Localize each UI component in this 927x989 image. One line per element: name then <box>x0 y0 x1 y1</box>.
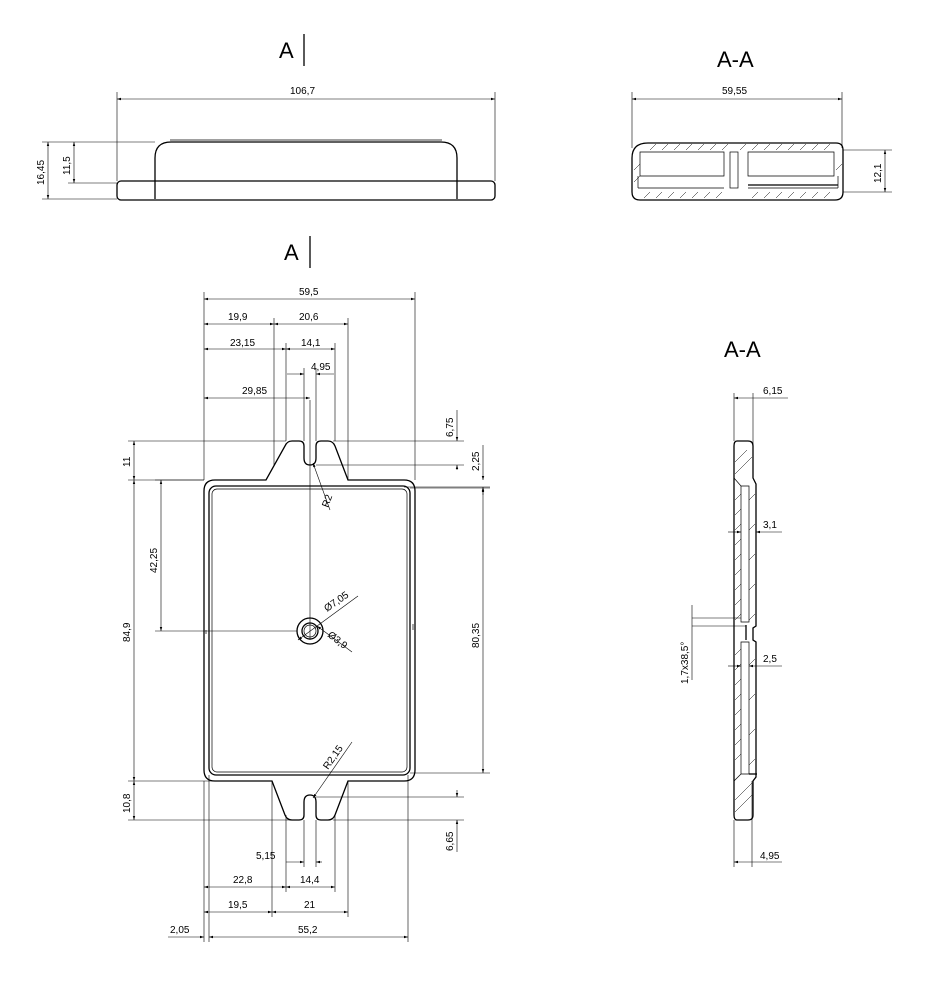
dim-14-1: 14,1 <box>301 338 321 349</box>
dim-dia-7-05: Ø7,05 <box>322 590 351 615</box>
dim-23-15: 23,15 <box>230 338 255 349</box>
dim-29-85: 29,85 <box>242 386 267 397</box>
front-view: A 59,5 19,9 20,6 23,15 14,1 4,95 <box>122 236 490 942</box>
dim-10-8: 10,8 <box>122 793 133 813</box>
dim-dia-3-9: Ø3,9 <box>325 630 349 652</box>
dim-6-75: 6,75 <box>445 417 456 437</box>
top-profile-view: A 106,7 16,45 11,5 <box>36 34 496 201</box>
dim-14-4: 14,4 <box>300 875 320 886</box>
radius-r2-15: R2,15 <box>321 743 346 772</box>
dim-42-25: 42,25 <box>149 548 160 573</box>
dim-80-35: 80,35 <box>471 623 482 648</box>
dim-5-15: 5,15 <box>256 851 276 862</box>
dim-55-2: 55,2 <box>298 925 318 936</box>
dim-106-7: 106,7 <box>290 86 315 97</box>
dim-19-5: 19,5 <box>228 900 248 911</box>
section-mark-a-front: A <box>284 240 299 265</box>
dim-6-65: 6,65 <box>445 831 456 851</box>
dim-4-95-top: 4,95 <box>311 362 331 373</box>
dim-19-9: 19,9 <box>228 312 248 323</box>
dim-side-chamfer: 1,7x38,5° <box>680 642 691 684</box>
dim-side-2-5: 2,5 <box>763 654 777 665</box>
section-view-side: A-A 6,15 3,1 <box>680 337 788 867</box>
dim-side-6-15: 6,15 <box>763 386 783 397</box>
radius-r2: R2 <box>320 493 335 509</box>
dim-2-05: 2,05 <box>170 925 190 936</box>
dim-59-55: 59,55 <box>722 86 747 97</box>
section-mark-a-top: A <box>279 38 294 63</box>
dim-11-5: 11,5 <box>62 156 73 175</box>
dim-11: 11 <box>122 456 133 467</box>
dim-20-6: 20,6 <box>299 312 319 323</box>
dim-12-1: 12,1 <box>873 163 884 183</box>
section-view-top-right: A-A 59,55 12,1 <box>631 47 892 201</box>
dim-22-8: 22,8 <box>233 875 253 886</box>
section-title-side: A-A <box>724 337 761 362</box>
dim-2-25: 2,25 <box>471 451 482 471</box>
dim-side-3-1: 3,1 <box>763 520 777 531</box>
section-title-top: A-A <box>717 47 754 72</box>
dim-59-5: 59,5 <box>299 287 319 298</box>
dim-16-45: 16,45 <box>36 160 47 185</box>
dim-84-9: 84,9 <box>122 622 133 642</box>
dim-21: 21 <box>304 900 316 911</box>
dim-side-4-95: 4,95 <box>760 851 780 862</box>
